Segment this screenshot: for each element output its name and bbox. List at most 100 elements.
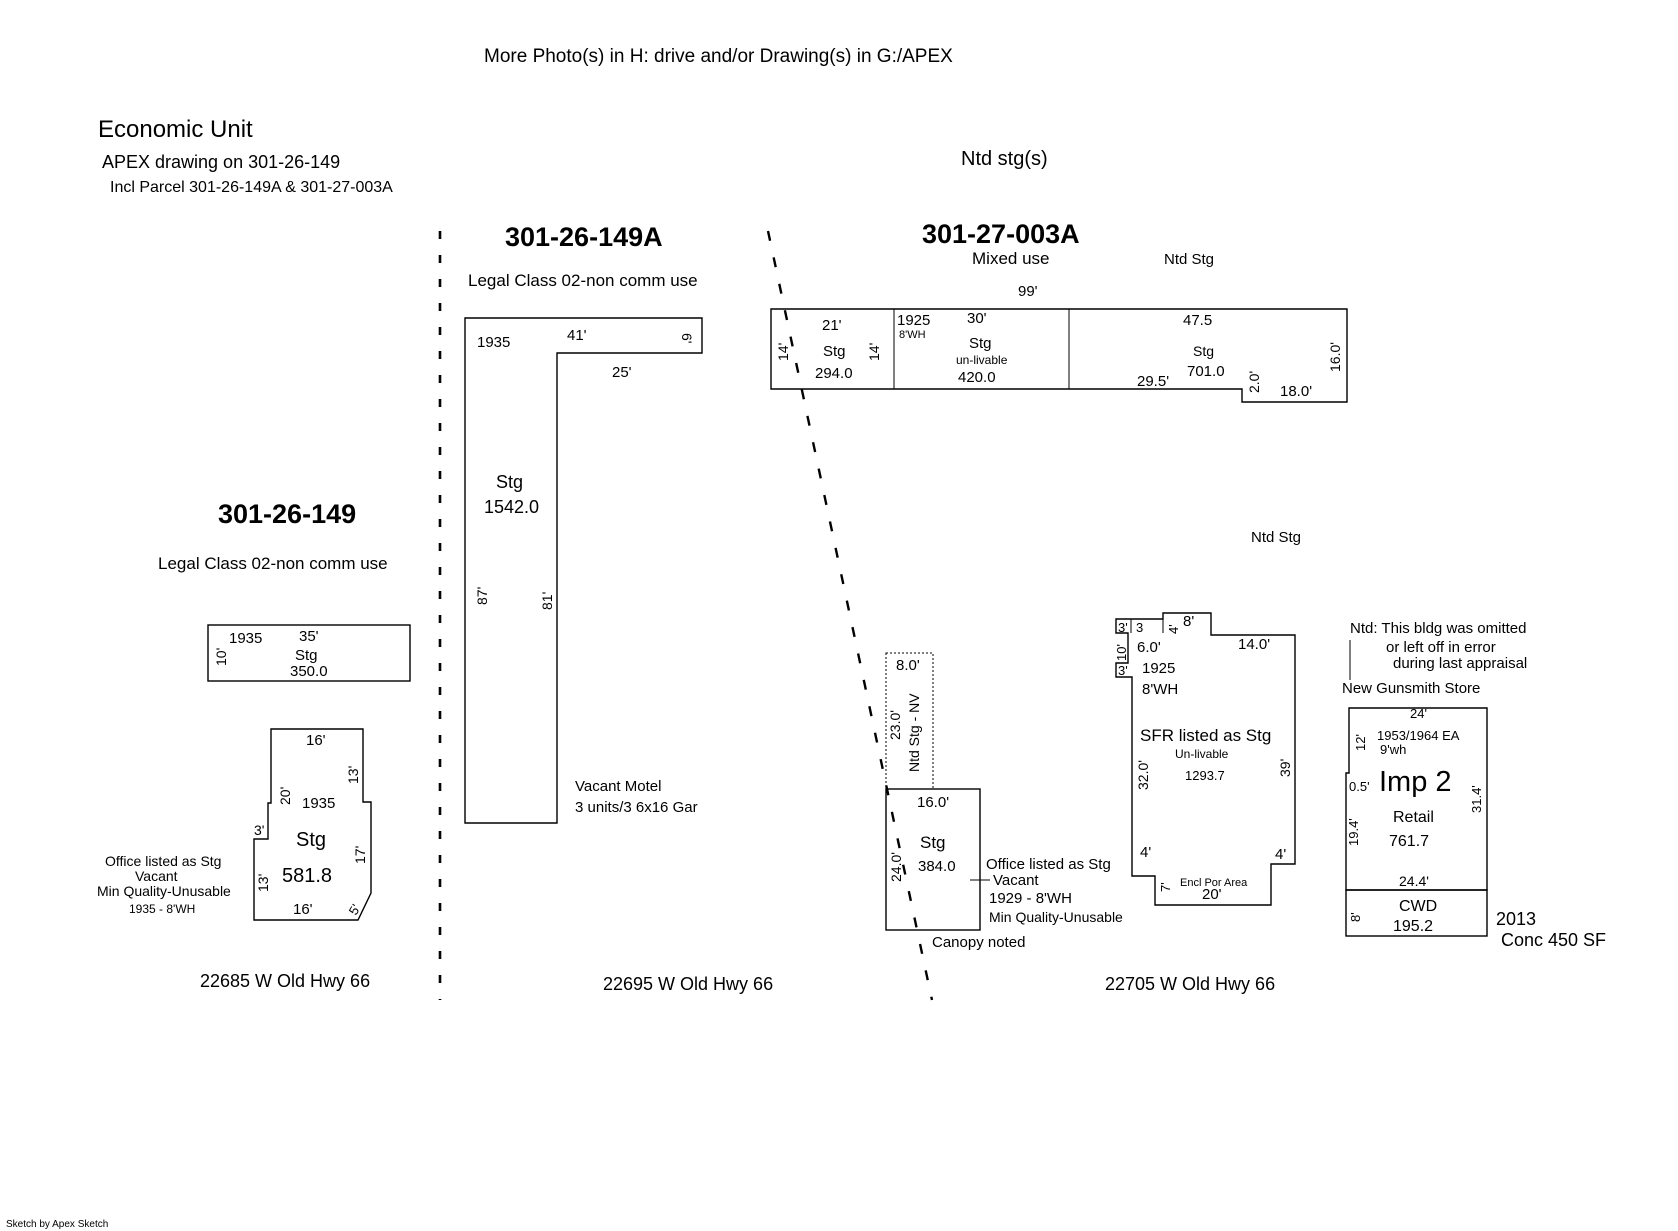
stg-701-dim-step: 2.0' [1246, 371, 1262, 393]
parcel-149-id: 301-26-149 [218, 499, 356, 529]
office-note-149-line4: 1935 - 8'WH [129, 902, 195, 916]
stg-581-area: 581.8 [282, 865, 332, 887]
stg-581-year: 1935 [302, 795, 335, 812]
sfr-dim-e: 10' [1114, 644, 1129, 661]
ntd-stg-nv-width: 8.0' [896, 657, 920, 674]
sfr-area: 1293.7 [1185, 768, 1225, 783]
sfr-encl-por: Encl Por Area [1180, 877, 1248, 889]
ntd-stg-nv-depth: 23.0' [887, 710, 903, 740]
stg-581-dim-top: 16' [306, 732, 326, 749]
stg-384-depth: 24.0' [888, 852, 904, 882]
sfr-condition: Un-livable [1175, 747, 1229, 761]
economic-unit-title: Economic Unit [98, 116, 253, 143]
stg-1542-label: Stg [496, 472, 523, 492]
imp2-dim-upper-left: 12' [1353, 734, 1368, 751]
imp2-width-top: 24' [1410, 706, 1427, 721]
cwd-area: CWD 195.2 8' [1345, 889, 1488, 937]
parcel-003a-use: Mixed use [972, 249, 1049, 268]
stg-581-dim-left-upper: 20' [277, 787, 293, 805]
stg-1542-building: 1935 41' 6' 25' Stg 1542.0 87' 81' [464, 317, 703, 824]
imp2-building: 24' 1953/1964 EA 9'wh 12' 0.5' Imp 2 31.… [1345, 706, 1488, 891]
ntd-stg-nv-label: Ntd Stg - NV [906, 693, 922, 772]
parcel-003a-id: 301-27-003A [922, 219, 1080, 249]
stg-1542-area: 1542.0 [484, 497, 539, 517]
office-note-003a-line2: Vacant [993, 872, 1039, 889]
imp2-note-line2: or left off in error [1386, 639, 1496, 656]
imp2-dim-notch: 0.5' [1349, 779, 1370, 794]
canopy-note: Canopy noted [932, 934, 1025, 951]
cwd-label: CWD [1399, 898, 1437, 915]
office-note-003a-line1: Office listed as Stg [986, 856, 1111, 873]
stg-1542-dim-inner-vertical: 81' [539, 592, 555, 610]
apex-sketch-credit-visible: Sketch by Apex Sketch [6, 1219, 108, 1230]
sfr-dim-j: 39' [1277, 759, 1293, 777]
stg-581-building: 16' 13' 20' 1935 3' Stg 17' 13' 581.8 16… [253, 728, 372, 921]
parcel-003a-address: 22705 W Old Hwy 66 [1105, 974, 1275, 994]
conc-label: Conc 450 SF [1501, 930, 1606, 950]
stg-384-width: 16.0' [917, 794, 949, 811]
stg-384-label: Stg [920, 833, 946, 852]
sfr-dim-b: 3 [1136, 620, 1143, 635]
stg-420-width: 30' [967, 310, 987, 327]
motel-note-line1: Vacant Motel [575, 778, 661, 795]
stg-350-building: 1935 35' 10' Stg 350.0 [207, 624, 411, 682]
cwd-area-value: 195.2 [1393, 918, 1433, 935]
imp2-dim-right: 31.4' [1469, 785, 1484, 813]
conc-year: 2013 [1496, 909, 1536, 929]
stg-581-dim-right-lower: 17' [352, 846, 368, 864]
stg-420-year: 1925 [897, 312, 930, 329]
office-note-149-line1: Office listed as Stg [105, 853, 221, 869]
motel-note-line2: 3 units/3 6x16 Gar [575, 799, 698, 816]
parcel-149a-legal-class: Legal Class 02-non comm use [468, 271, 698, 290]
imp2-dim-left: 19.4' [1346, 818, 1361, 846]
incl-parcel-note: Incl Parcel 301-26-149A & 301-27-003A [110, 179, 393, 196]
stg-1542-dim-top: 41' [567, 327, 587, 344]
sfr-dim-n: 20' [1202, 886, 1222, 903]
parcel-149-address: 22685 W Old Hwy 66 [200, 971, 370, 991]
ntd-stg-nv-structure: 8.0' Ntd Stg - NV 23.0' [885, 652, 934, 790]
stg-701-width: 47.5 [1183, 312, 1212, 329]
sfr-dim-h: 14.0' [1238, 636, 1270, 653]
overall-dimension-99: 99' [1018, 283, 1038, 300]
stg-294-area: 294.0 [815, 365, 853, 382]
imp2-years: 1953/1964 EA [1377, 728, 1460, 743]
sfr-dim-i: 32.0' [1135, 760, 1151, 790]
stg-581-dim-right-upper: 13' [345, 766, 361, 784]
stg-581-dim-left-lower: 13' [255, 874, 271, 892]
stg-1542-dim-right: 6' [679, 333, 695, 343]
imp2-area: 761.7 [1389, 833, 1429, 850]
sfr-dim-k: 4' [1140, 844, 1151, 861]
top-row-buildings [770, 308, 1348, 403]
sfr-building: 3' 3 4' 8' 10' 3' 6.0' 14.0' 1925 8'WH S… [1114, 612, 1296, 906]
imp2-label: Imp 2 [1379, 766, 1452, 798]
stg-294-width: 21' [822, 317, 842, 334]
imp2-wall-height: 9'wh [1380, 742, 1406, 757]
stg-701-label: Stg [1193, 343, 1214, 359]
imp2-use: Retail [1393, 809, 1434, 826]
stg-1542-year: 1935 [477, 334, 510, 351]
stg-581-label: Stg [296, 829, 326, 851]
sfr-dim-f: 3' [1118, 663, 1128, 678]
stg-294-depth-right: 14' [866, 343, 882, 361]
stg-350-year: 1935 [229, 630, 262, 647]
sfr-dim-a: 3' [1118, 620, 1128, 635]
stg-294-label: Stg [823, 343, 846, 360]
stg-420-condition: un-livable [956, 353, 1008, 367]
stg-420-wall-height: 8'WH [899, 329, 926, 341]
imp2-width-bottom: 24.4' [1399, 873, 1429, 889]
stg-384-area: 384.0 [918, 858, 956, 875]
sfr-dim-l: 4' [1275, 846, 1286, 863]
ntd-stgs-title: Ntd stg(s) [961, 148, 1048, 170]
sfr-label: SFR listed as Stg [1140, 726, 1271, 745]
sfr-wall-height: 8'WH [1142, 681, 1178, 698]
stg-294-depth-left: 14' [775, 343, 791, 361]
imp2-note-line1: Ntd: This bldg was omitted [1350, 620, 1526, 637]
sfr-dim-c: 4' [1166, 624, 1181, 634]
stg-701-dim-lower-left: 29.5' [1137, 373, 1169, 390]
stg-1542-dim-left: 87' [474, 587, 490, 605]
sfr-dim-g: 6.0' [1137, 639, 1161, 656]
imp2-note-line3: during last appraisal [1393, 655, 1527, 672]
office-note-149-line3: Min Quality-Unusable [97, 883, 231, 899]
stg-350-area: 350.0 [290, 663, 328, 680]
